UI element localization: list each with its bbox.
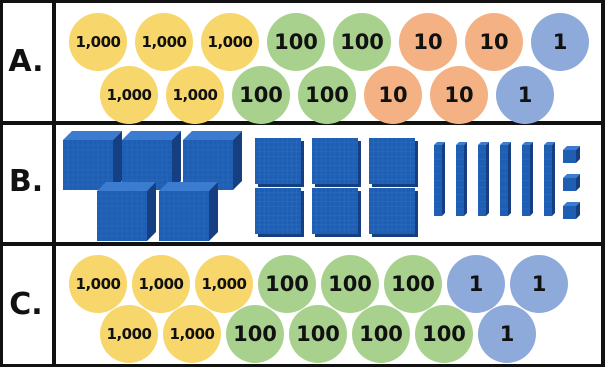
ten-rod — [500, 142, 511, 216]
thousand-cube — [97, 182, 156, 241]
one-unit — [563, 174, 580, 191]
thousand-cube — [63, 131, 122, 190]
one-unit — [563, 146, 580, 163]
hundred-flat — [369, 188, 418, 237]
one-unit — [563, 202, 580, 219]
thousand-cube — [183, 131, 242, 190]
hundred-flat — [255, 138, 304, 187]
thousand-cube — [159, 182, 218, 241]
hundred-flat — [312, 138, 361, 187]
ten-rod — [544, 142, 555, 216]
thousand-cube — [122, 131, 181, 190]
ten-rod — [434, 142, 445, 216]
hundred-flat — [312, 188, 361, 237]
ten-rod — [478, 142, 489, 216]
hundred-flat — [369, 138, 418, 187]
ten-rod — [522, 142, 533, 216]
ten-rod — [456, 142, 467, 216]
hundred-flat — [255, 188, 304, 237]
